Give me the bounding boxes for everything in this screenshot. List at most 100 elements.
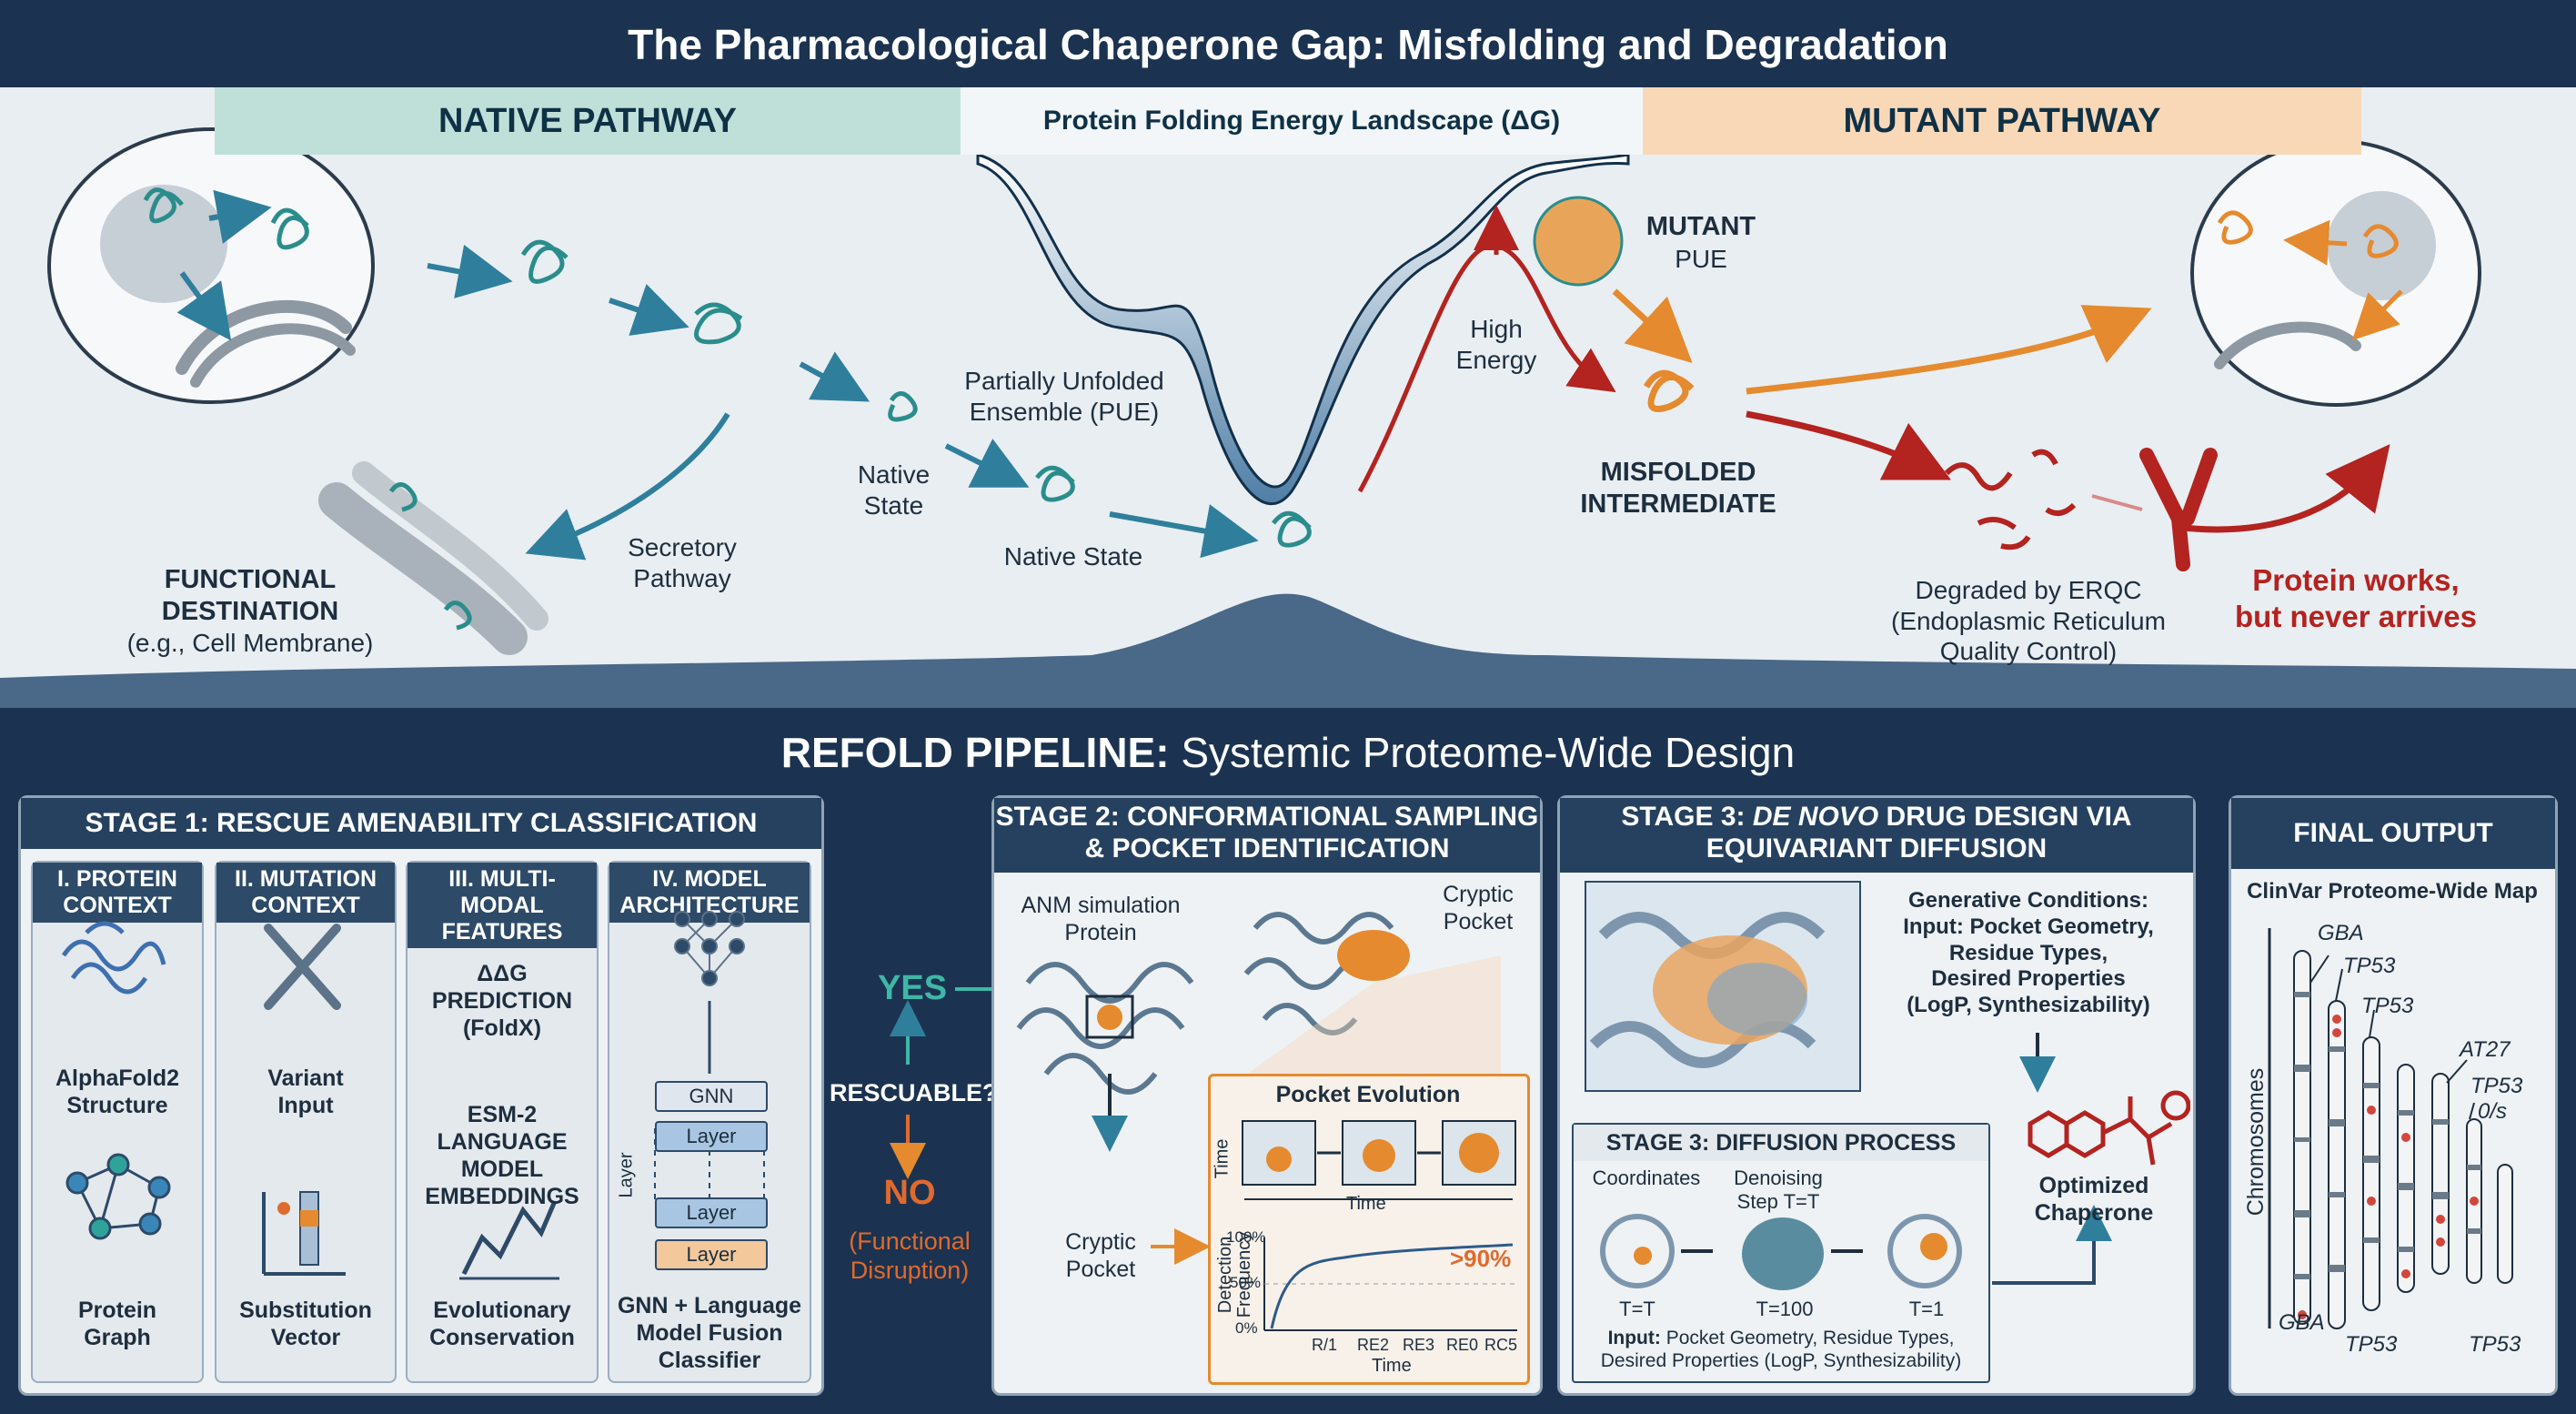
layer-side-label: Layer [616, 1152, 637, 1198]
step-t-label: T=T [1619, 1298, 1655, 1320]
conservation-label: Evolutionary Conservation [429, 1298, 575, 1350]
page-title: The Pharmacological Chaperone Gap: Misfo… [628, 21, 1948, 68]
gene-label-0s: 0/s [2478, 1099, 2508, 1124]
xtick-1: R/1 [1312, 1336, 1338, 1354]
layer-block-2: Layer [655, 1197, 768, 1228]
final-output-title: FINAL OUTPUT [2231, 798, 2555, 869]
cryptic-pocket-top-label: Cryptic Pocket [1443, 882, 1514, 934]
ytick-0: 0% [1235, 1319, 1258, 1337]
no-label: NO [883, 1174, 936, 1212]
gene-label-at27: AT27 [2460, 1037, 2511, 1062]
denoising-label: Denoising Step T=T [1734, 1167, 1823, 1214]
model-architecture-title: IV. MODEL ARCHITECTURE [609, 863, 810, 923]
neural-network-icon [674, 911, 745, 986]
variant-input-icon [264, 924, 341, 1010]
gene-label-tp53-5: TP53 [2469, 1332, 2521, 1357]
detection-curve [1270, 1243, 1514, 1329]
stage1-col-mutation [215, 861, 397, 1383]
optimized-chaperone-label: Optimized Chaperone [2034, 1173, 2154, 1226]
stage3-title: STAGE 3: DE NOVO DRUG DESIGN VIA EQUIVAR… [1560, 798, 2193, 873]
stage1-icons [61, 911, 765, 1280]
time-side-label: Time [1212, 1138, 1233, 1179]
mutant-pathway-header: MUTANT PATHWAY [1643, 87, 2361, 155]
pocket-evolution-chart [1242, 1120, 1517, 1331]
stage1-title: STAGE 1: RESCUE AMENABILITY CLASSIFICATI… [21, 798, 821, 849]
detection-pct-label: >90% [1450, 1245, 1512, 1272]
chaperone-molecule-icon [2028, 1090, 2190, 1166]
functional-example-label: (e.g., Cell Membrane) [126, 629, 374, 657]
energy-landscape-diagram [0, 127, 2576, 708]
mutant-pue-blob [1533, 196, 1624, 287]
final-output-panel [2229, 795, 2558, 1396]
xtick-5: RC5 [1484, 1336, 1518, 1354]
cryptic-pocket-blob [1337, 930, 1410, 981]
gene-label-gba-bottom: GBA [2279, 1310, 2325, 1335]
ytick-100: 100% [1226, 1228, 1266, 1246]
secretory-pathway-label: Secretory Pathway [628, 533, 737, 592]
xtick-2: RE2 [1357, 1336, 1390, 1354]
protein-graph-label: Protein Graph [77, 1298, 157, 1350]
fusion-classifier-label: GNN + Language Model Fusion Classifier [617, 1293, 802, 1373]
nucleus-right [2327, 191, 2436, 300]
clinvar-map-title: ClinVar Proteome-Wide Map [2247, 879, 2538, 904]
yes-label: YES [878, 969, 948, 1007]
native-state-label-2: Native State [1003, 542, 1143, 571]
substitution-vector-icon [262, 1191, 346, 1276]
gene-label-gba-top: GBA [2318, 921, 2364, 945]
pocket-evolution-title: Pocket Evolution [1275, 1082, 1461, 1107]
gene-label-tp53-4: TP53 [2345, 1332, 2398, 1357]
step-100-label: T=100 [1756, 1298, 1814, 1320]
variant-input-label: Variant Input [267, 1066, 344, 1118]
time-axis-label: Time [1346, 1194, 1386, 1214]
coordinates-label: Coordinates [1592, 1167, 1701, 1189]
layer-block-1: Layer [655, 1121, 768, 1152]
mutation-context-title: II. MUTATION CONTEXT [216, 863, 395, 923]
functional-destination-label: FUNCTIONAL DESTINATION [161, 565, 339, 626]
anm-label: ANM simulation Protein [1021, 893, 1181, 945]
substitution-vector-label: Substitution Vector [239, 1298, 372, 1350]
stage1-col-protein [31, 861, 204, 1383]
protein-graph-icon [65, 1153, 171, 1240]
degraded-label: Degraded by ERQC (Endoplasmic Reticulum … [1891, 576, 2166, 666]
protein-works-label: Protein works, but never arrives [2235, 563, 2477, 633]
stage2-title: STAGE 2: CONFORMATIONAL SAMPLING & POCKE… [994, 798, 1540, 873]
diffusion-input-label: Input: Pocket Geometry, Residue Types, D… [1600, 1328, 1962, 1372]
xtick-4: RE0 [1446, 1336, 1479, 1354]
rescuable-question: RESCUABLE? [830, 1079, 998, 1106]
conservation-chart-icon [461, 1200, 558, 1276]
misfolded-label: MISFOLDED INTERMEDIATE [1580, 458, 1776, 519]
high-energy-label: High Energy [1455, 315, 1537, 374]
alphafold-label: AlphaFold2 Structure [55, 1066, 180, 1118]
step-1-label: T=1 [1908, 1298, 1945, 1320]
decision-arrows [890, 987, 991, 1179]
stage3-arrows [1992, 1033, 2190, 1285]
gene-label-tp53-3: TP53 [2470, 1074, 2523, 1098]
esm2-label: ESM-2 LANGUAGE MODEL EMBEDDINGS [425, 1102, 579, 1209]
gnn-block: GNN [655, 1081, 768, 1112]
protein-context-title: I. PROTEIN CONTEXT [33, 863, 202, 923]
cryptic-pocket-bottom-label: Cryptic Pocket [1065, 1229, 1136, 1282]
pocket-zoom-drawing [1589, 912, 1826, 1068]
layer-block-3: Layer [655, 1239, 768, 1270]
chromosome-map [2268, 928, 2513, 1329]
native-state-label-1: Native State [857, 460, 931, 520]
gene-label-tp53-1: TP53 [2343, 954, 2396, 978]
energy-well [976, 153, 1630, 506]
diffusion-drawing [1600, 1214, 1962, 1290]
x-axis-label: Time [1372, 1356, 1412, 1376]
diffusion-title: STAGE 3: DIFFUSION PROCESS [1574, 1125, 1988, 1161]
features-title: III. MULTI-MODAL FEATURES [408, 863, 597, 949]
pue-label: Partially Unfolded Ensemble (PUE) [964, 367, 1164, 426]
no-reason-label: (Functional Disruption) [849, 1227, 971, 1285]
ddg-prediction-label: ΔΔG PREDICTION (FoldX) [431, 961, 573, 1041]
nucleus-left [100, 185, 227, 303]
generative-conditions: Generative Conditions: Input: Pocket Geo… [1903, 888, 2154, 1018]
pipeline-title: REFOLD PIPELINE: Systemic Proteome-Wide … [780, 729, 1796, 776]
stage2-drawing [1016, 912, 1501, 1265]
ytick-50: 50% [1230, 1274, 1262, 1291]
native-pathway-header: NATIVE PATHWAY [215, 87, 961, 155]
landscape-base [0, 593, 2576, 708]
alphafold-structure-icon [61, 921, 166, 995]
mutant-pue-label: PUE [1675, 245, 1727, 273]
xtick-3: RE3 [1403, 1336, 1435, 1354]
